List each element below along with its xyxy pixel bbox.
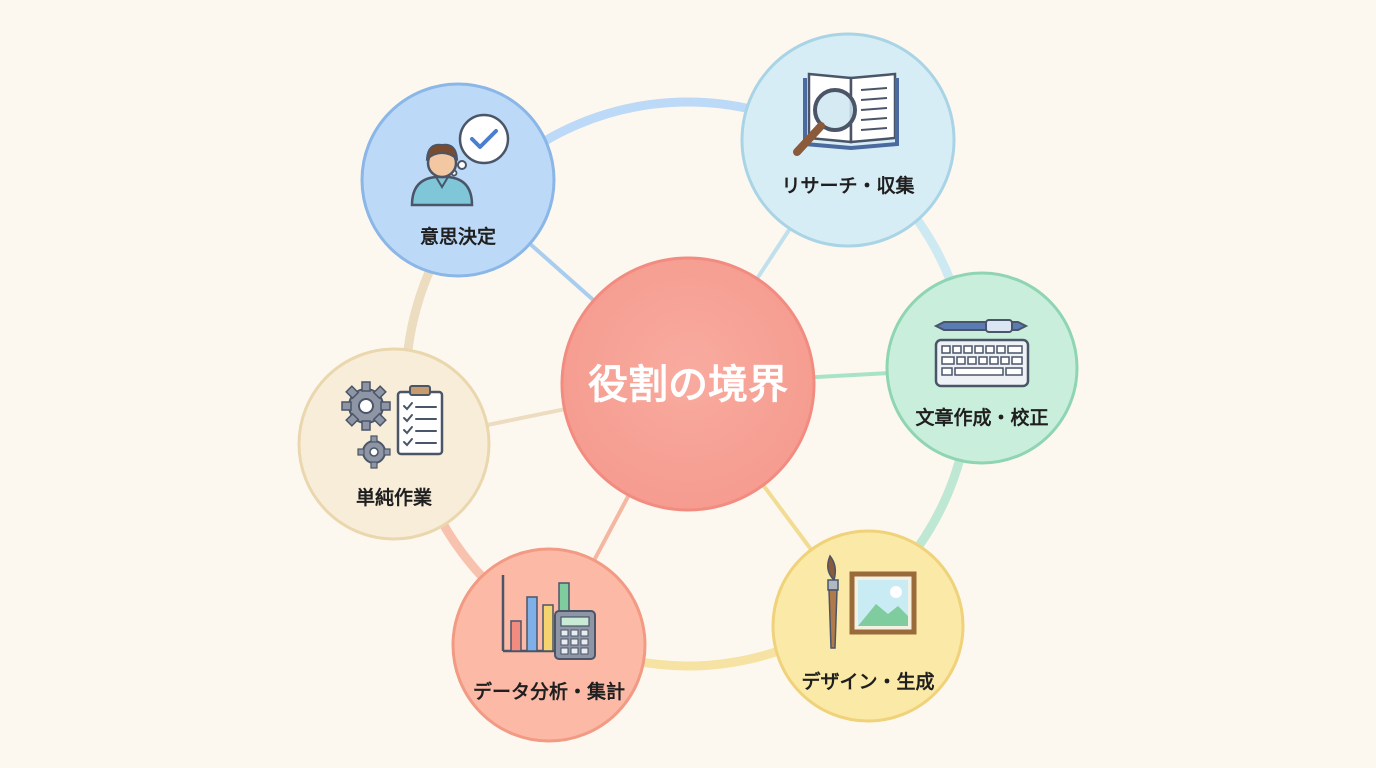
- node-decision-label: 意思決定: [420, 225, 496, 248]
- book-magnifier-icon: [793, 72, 899, 156]
- center-label: 役割の境界: [588, 362, 788, 408]
- person-thinking-check-icon: [410, 113, 510, 207]
- nodes: 意思決定 リサーチ・収: [297, 32, 1079, 743]
- brush-picture-icon: [827, 554, 917, 649]
- node-routine: 単純作業: [297, 347, 491, 541]
- node-writing: 文章作成・校正: [885, 271, 1079, 465]
- node-design: デザイン・生成: [771, 529, 965, 723]
- node-decision: 意思決定: [360, 82, 556, 278]
- node-research-label: リサーチ・収集: [781, 174, 915, 197]
- node-data: データ分析・集計: [451, 547, 647, 743]
- center-node: 役割の境界: [560, 256, 816, 512]
- node-writing-label: 文章作成・校正: [915, 406, 1048, 429]
- gears-checklist-icon: [341, 381, 444, 469]
- node-data-label: データ分析・集計: [473, 680, 625, 703]
- chart-calculator-icon: [501, 575, 596, 660]
- node-research: リサーチ・収集: [740, 32, 956, 248]
- node-routine-label: 単純作業: [356, 486, 433, 509]
- pen-keyboard-icon: [933, 319, 1030, 388]
- node-routine-circle: [297, 347, 491, 541]
- node-design-label: デザイン・生成: [801, 670, 934, 693]
